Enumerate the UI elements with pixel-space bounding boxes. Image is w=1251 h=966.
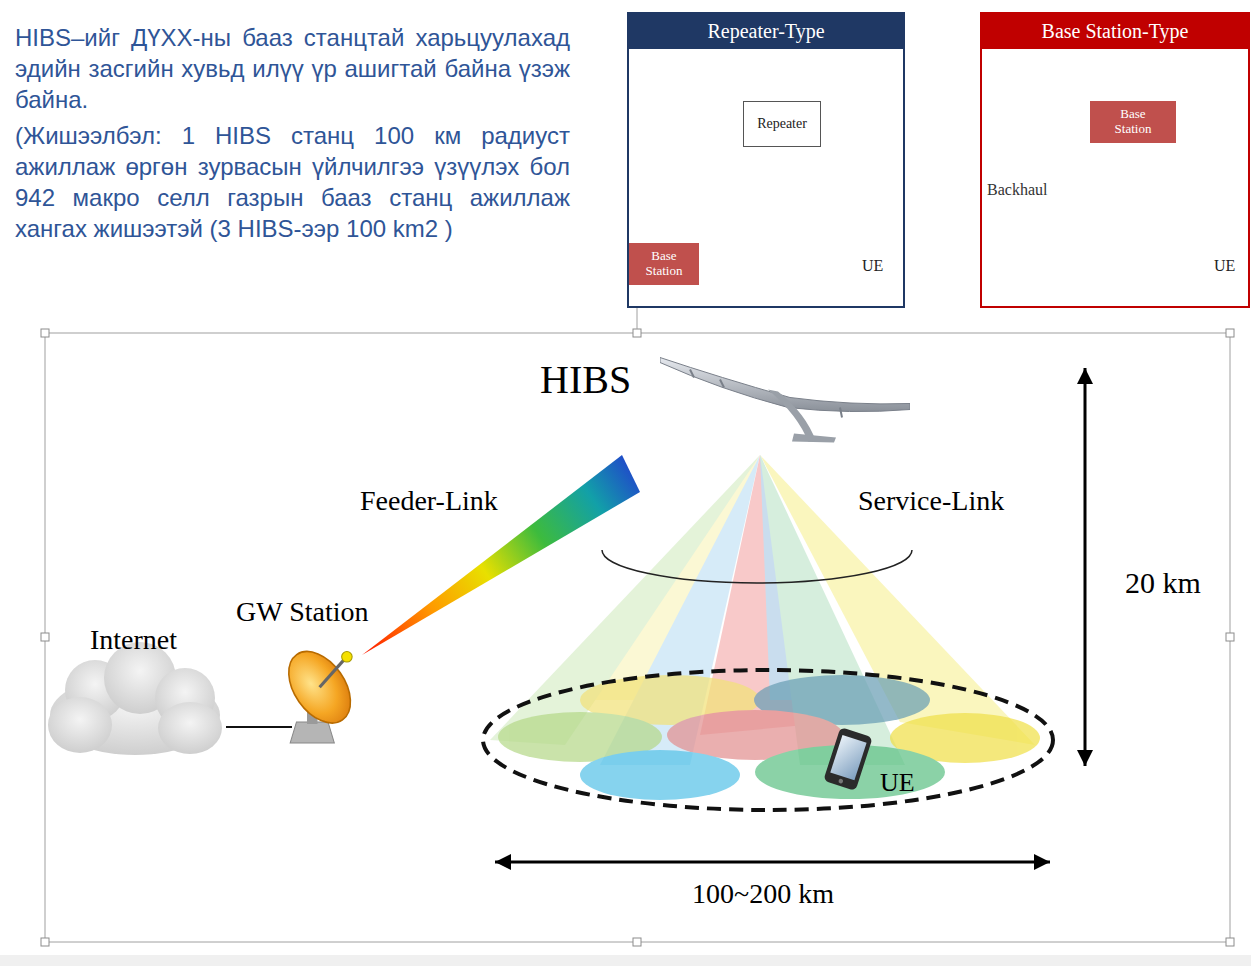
ue-terminal: UE [1180, 245, 1239, 285]
note-paragraph: HIBS–ийг ДҮХХ-ны бааз станцтай харьцуула… [15, 22, 570, 115]
base-station-box: Base Station [629, 243, 699, 285]
panel-title: Base Station-Type [982, 14, 1248, 49]
ue-terminal: UE [828, 245, 887, 285]
base-station-box: Base Station [1090, 101, 1176, 143]
node-text: UE [1214, 257, 1235, 275]
station-label: GW Station [236, 596, 368, 628]
dimension-label: 100~200 km [692, 878, 834, 910]
link-label: Feeder-Link [360, 485, 498, 517]
link-label: Backhaul [987, 181, 1047, 199]
repeater-box: Repeater [743, 101, 821, 147]
note-paragraph: (Жишээлбэл: 1 HIBS станц 100 км радиуст … [15, 120, 570, 244]
platform-label: HIBS [540, 356, 631, 403]
dimension-label: 20 km [1125, 566, 1201, 600]
base-station-panel: Base Station-TypeBase StationUE [980, 12, 1250, 308]
link-label: Service-Link [858, 485, 1004, 517]
panel-title: Repeater-Type [629, 14, 903, 49]
node-text: Repeater [754, 116, 810, 132]
terminal-label: UE [880, 768, 915, 798]
repeater-panel: Repeater-TypeRepeaterBase Station UE [627, 12, 905, 308]
node-text: Base Station [638, 249, 690, 279]
node-text: UE [862, 257, 883, 275]
node-text: Base Station [1107, 107, 1159, 137]
network-label: Internet [90, 624, 177, 656]
